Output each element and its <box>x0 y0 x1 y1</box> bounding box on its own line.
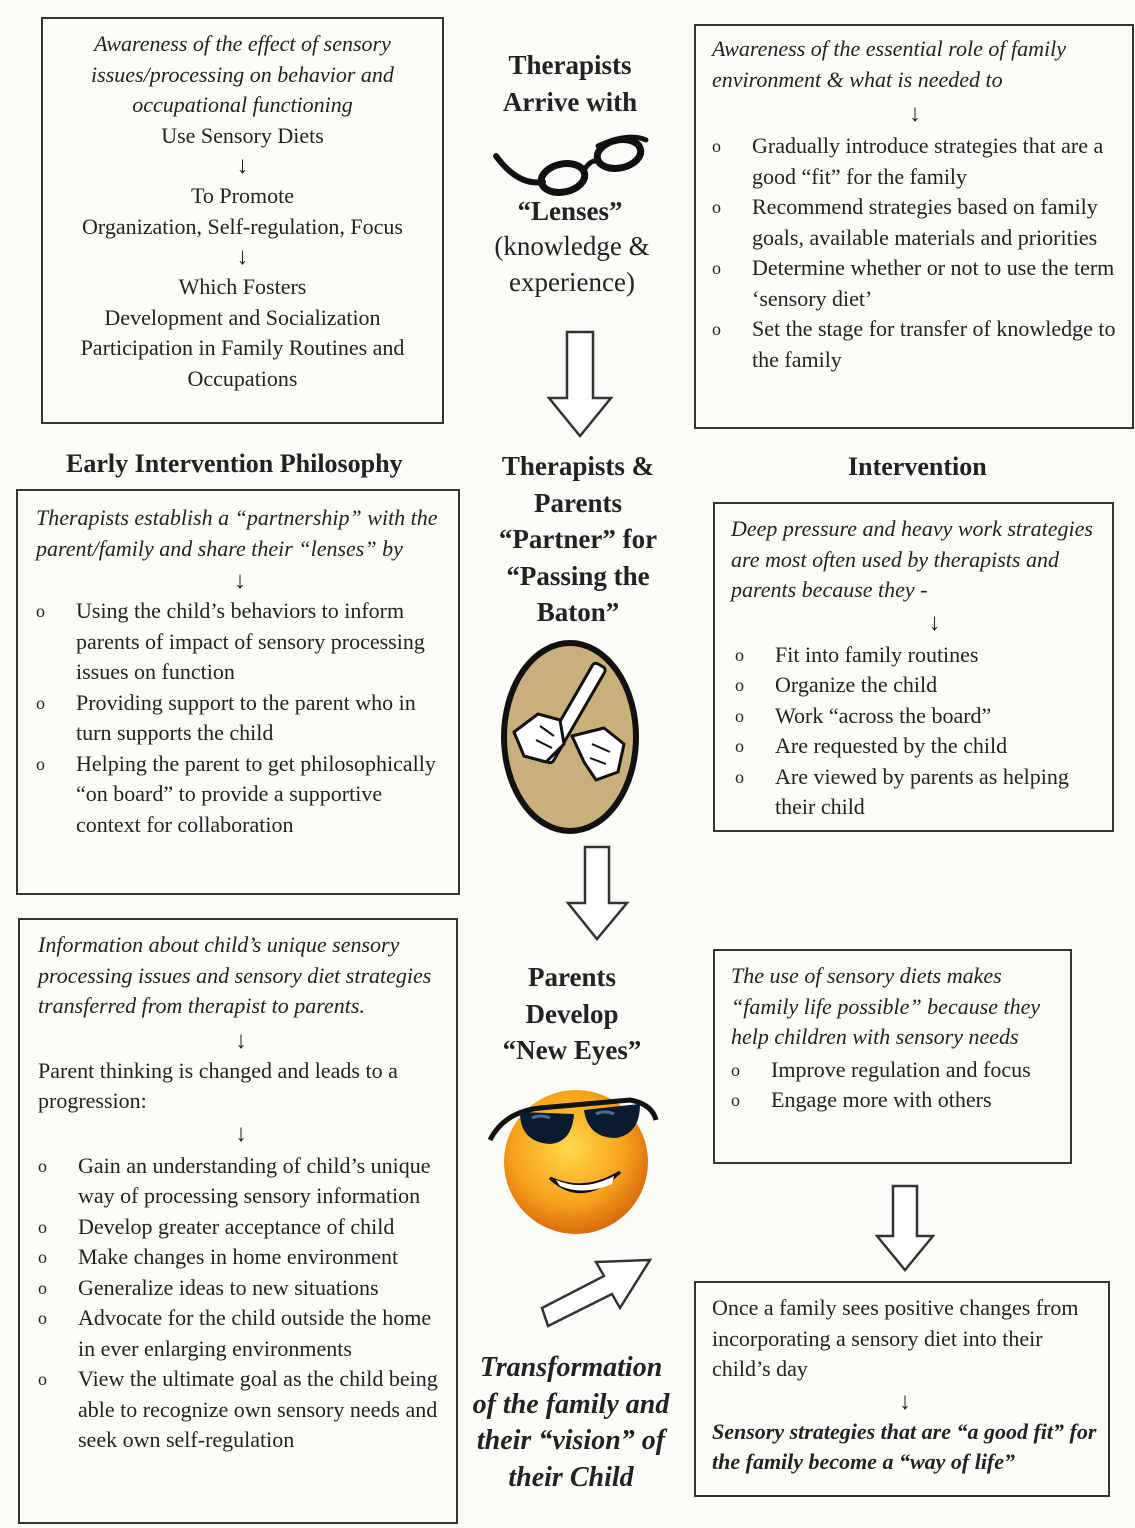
family-life-list: Improve regulation and focus Engage more… <box>731 1055 1060 1116</box>
diagonal-arrow-icon <box>540 1258 653 1328</box>
awareness-sensory-box: Awareness of the effect of sensory issue… <box>41 17 444 424</box>
information-transfer-box: Information about child’s unique sensory… <box>18 918 458 1524</box>
list-item: Are viewed by parents as helping their c… <box>735 762 1098 823</box>
partnership-list: Using the child’s behaviors to inform pa… <box>36 596 444 840</box>
family-environment-list: Gradually introduce strategies that are … <box>712 131 1118 375</box>
down-arrow-icon: ↓ <box>235 1120 247 1147</box>
list-item: Helping the parent to get philosophicall… <box>36 749 444 841</box>
positive-changes-text: Once a family sees positive changes from… <box>712 1295 1079 1381</box>
list-item: Gradually introduce strategies that are … <box>712 131 1118 192</box>
list-item: Make changes in home environment <box>38 1242 444 1273</box>
therapists-arrive-title: Therapists Arrive with <box>502 50 638 117</box>
partner-baton-title: Therapists & Parents “Partner” for “Pass… <box>498 451 658 627</box>
parent-thinking: Parent thinking is changed and leads to … <box>38 1057 398 1114</box>
way-of-life-box: Once a family sees positive changes from… <box>694 1281 1110 1497</box>
intervention-heading: Intervention <box>848 452 987 481</box>
partnership-box: Therapists establish a “partnership” wit… <box>16 489 460 895</box>
progression-list: Gain an understanding of child’s unique … <box>38 1151 444 1456</box>
family-environment-intro: Awareness of the essential role of famil… <box>712 36 1066 92</box>
down-arrow-icon: ↓ <box>236 153 249 179</box>
deep-pressure-list: Fit into family routines Organize the ch… <box>731 640 1098 823</box>
list-item: Improve regulation and focus <box>731 1055 1060 1086</box>
baton-handoff-icon <box>501 640 639 834</box>
down-arrow-icon: ↓ <box>234 568 246 594</box>
list-item: View the ultimate goal as the child bein… <box>38 1364 444 1456</box>
new-eyes-title: Parents Develop “New Eyes” <box>502 962 642 1065</box>
list-item: Engage more with others <box>731 1085 1060 1116</box>
list-item: Generalize ideas to new situations <box>38 1273 444 1304</box>
list-item: Fit into family routines <box>735 640 1098 671</box>
to-promote: To Promote <box>191 183 294 208</box>
lenses-label: “Lenses” <box>517 196 623 226</box>
down-arrow-icon: ↓ <box>909 101 921 127</box>
deep-pressure-box: Deep pressure and heavy work strategies … <box>713 502 1114 832</box>
list-item: Work “across the board” <box>735 701 1098 732</box>
participation-routines: Participation in Family Routines and Occ… <box>80 335 405 391</box>
family-environment-box: Awareness of the essential role of famil… <box>694 24 1134 429</box>
promote-goals: Organization, Self-regulation, Focus <box>82 213 403 239</box>
glasses-icon <box>493 134 649 196</box>
down-arrow-icon: ↓ <box>236 244 249 270</box>
list-item: Develop greater acceptance of child <box>38 1212 444 1243</box>
list-item: Determine whether or not to use the term… <box>712 253 1118 314</box>
list-item: Providing support to the parent who in t… <box>36 688 444 749</box>
way-of-life-result: Sensory strategies that are “a good fit”… <box>712 1418 1097 1475</box>
awareness-sensory-intro: Awareness of the effect of sensory issue… <box>91 31 394 117</box>
down-arrow-icon <box>546 330 614 438</box>
early-intervention-heading: Early Intervention Philosophy <box>66 449 403 478</box>
development-socialization: Development and Socialization <box>104 304 381 330</box>
smiley-sunglasses-icon <box>487 1090 659 1234</box>
list-item: Gain an understanding of child’s unique … <box>38 1151 444 1212</box>
down-arrow-icon <box>565 845 630 941</box>
list-item: Set the stage for transfer of knowledge … <box>712 314 1118 375</box>
use-sensory-diets: Use Sensory Diets <box>161 122 324 148</box>
family-life-intro: The use of sensory diets makes “family l… <box>731 963 1041 1049</box>
down-arrow-icon: ↓ <box>899 1388 911 1415</box>
down-arrow-icon: ↓ <box>928 609 941 636</box>
list-item: Recommend strategies based on family goa… <box>712 192 1118 253</box>
information-transfer-intro: Information about child’s unique sensory… <box>38 932 432 1018</box>
list-item: Are requested by the child <box>735 731 1098 762</box>
list-item: Organize the child <box>735 670 1098 701</box>
deep-pressure-intro: Deep pressure and heavy work strategies … <box>731 516 1093 602</box>
down-arrow-icon: ↓ <box>235 1027 247 1054</box>
knowledge-experience: (knowledge & experience) <box>494 231 650 297</box>
down-arrow-icon <box>875 1184 935 1272</box>
partnership-intro: Therapists establish a “partnership” wit… <box>36 505 438 561</box>
list-item: Using the child’s behaviors to inform pa… <box>36 596 444 688</box>
which-fosters: Which Fosters <box>178 274 307 299</box>
family-life-box: The use of sensory diets makes “family l… <box>713 949 1072 1164</box>
list-item: Advocate for the child outside the home … <box>38 1303 444 1364</box>
transformation-text: Transformation of the family and their “… <box>472 1352 670 1493</box>
